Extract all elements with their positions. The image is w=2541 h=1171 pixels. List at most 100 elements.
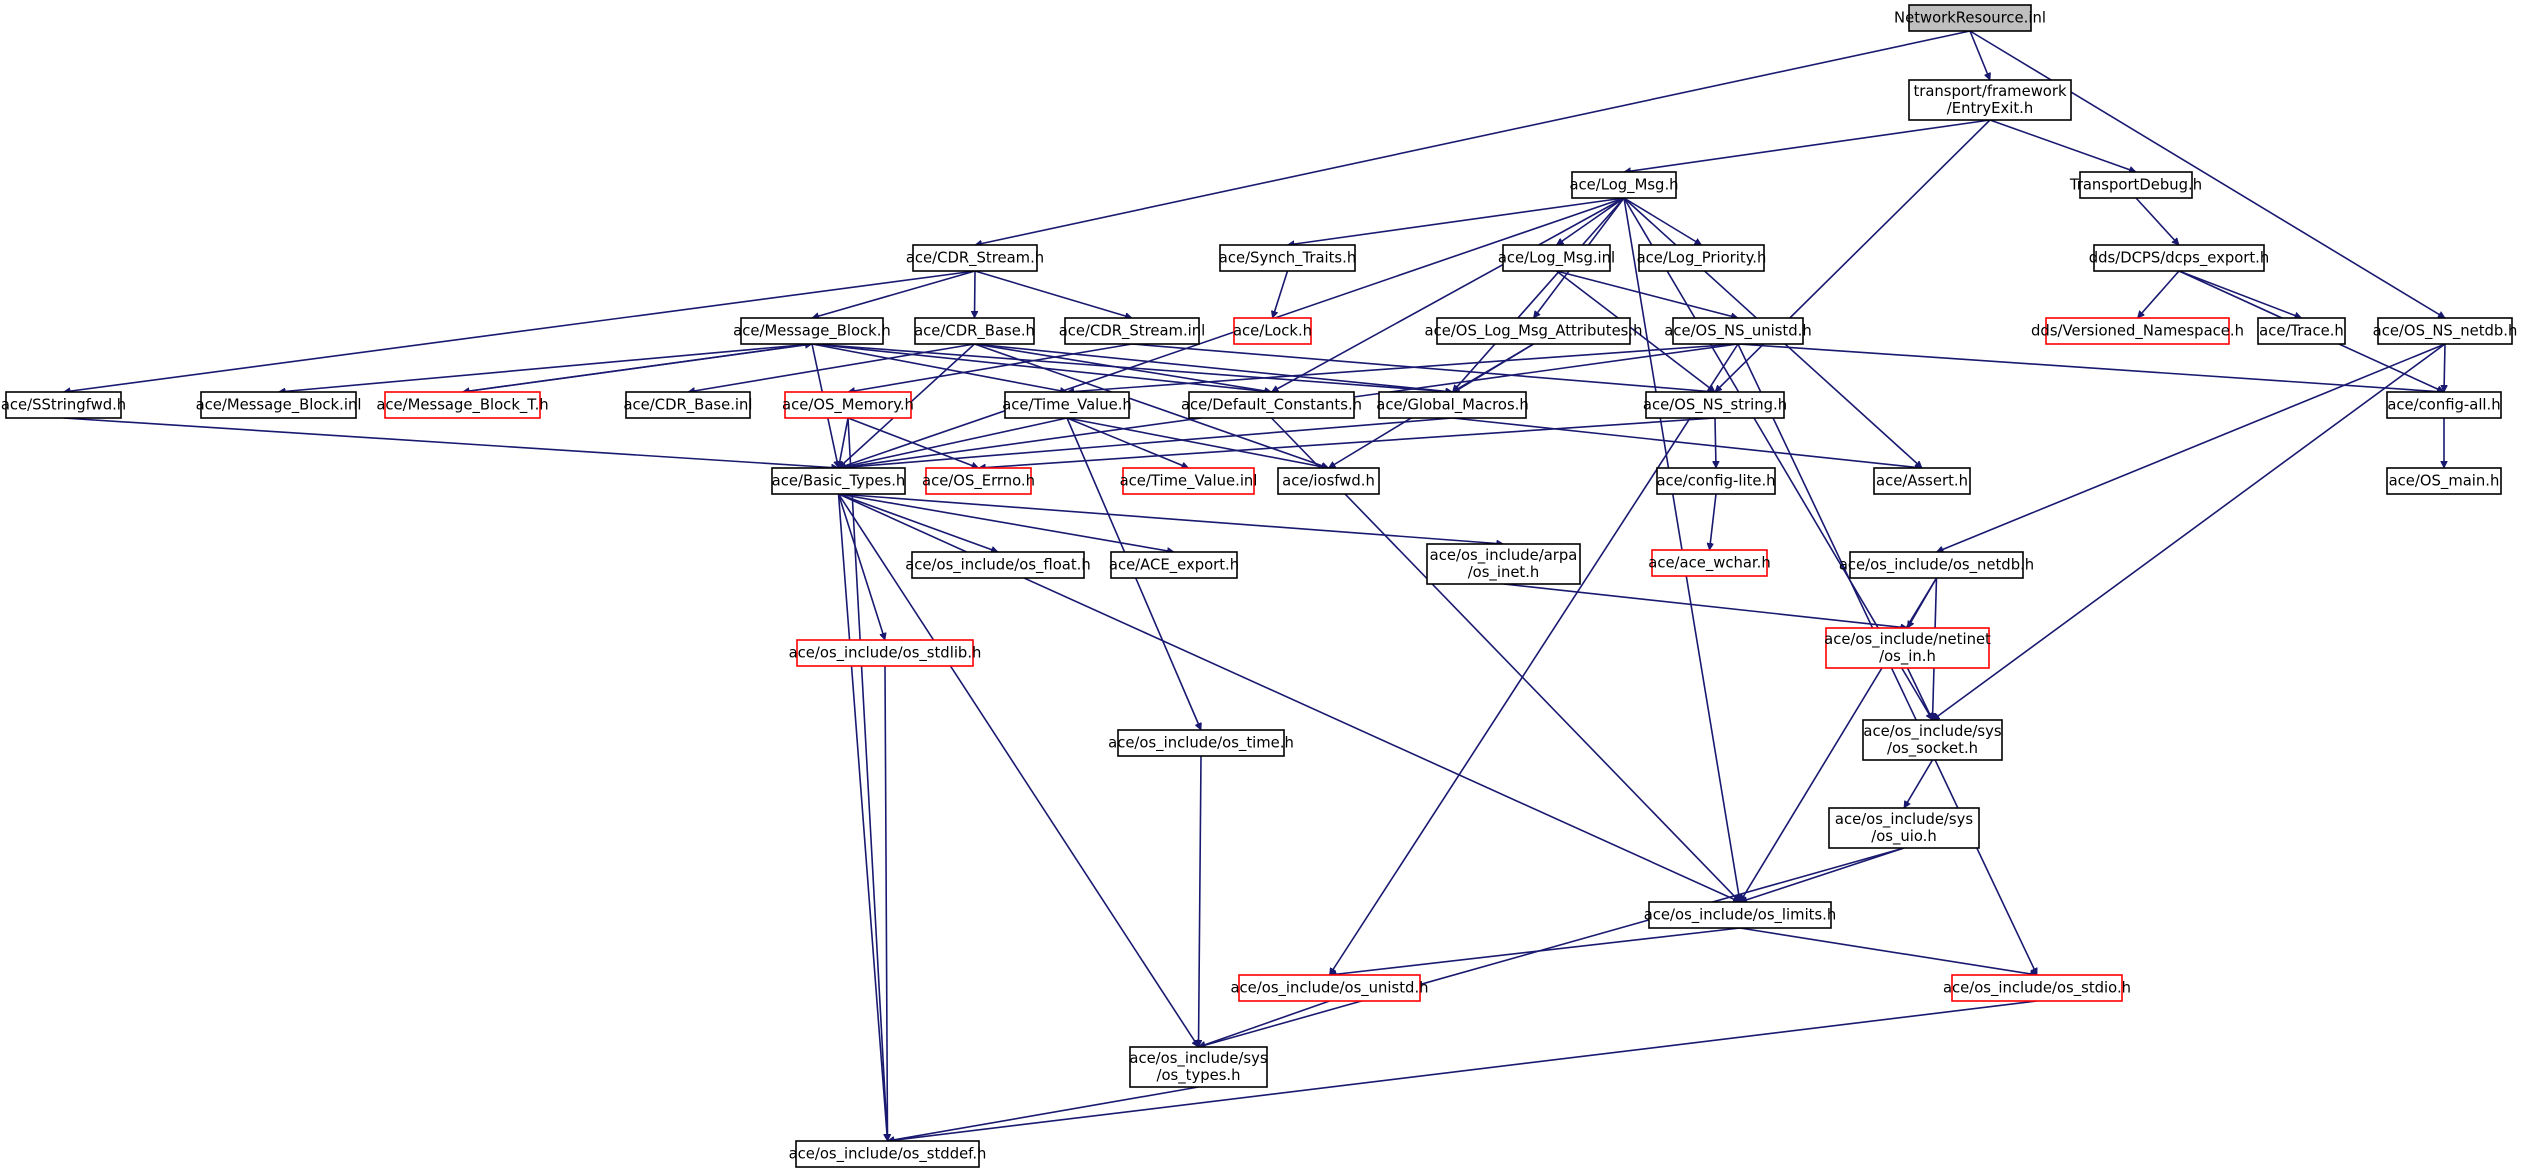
node-root[interactable]: NetworkResource.inl bbox=[1894, 4, 2046, 32]
node-label: ace/CDR_Stream.inl bbox=[1059, 323, 1206, 340]
node-sstringfwd[interactable]: ace/SStringfwd.h bbox=[1, 391, 126, 419]
edge-logmsginl-to-osnsstring bbox=[1556, 270, 1716, 393]
node-osstddef[interactable]: ace/os_include/os_stddef.h bbox=[789, 1140, 987, 1168]
edge-osuio-to-systypes bbox=[1199, 847, 1905, 1047]
node-label: ace/Log_Priority.h bbox=[1637, 250, 1767, 267]
node-iosfwd[interactable]: ace/iosfwd.h bbox=[1277, 467, 1380, 495]
node-osnsnetdb[interactable]: ace/OS_NS_netdb.h bbox=[2373, 317, 2518, 345]
node-aceexport[interactable]: ace/ACE_export.h bbox=[1109, 551, 1239, 579]
edge-osmemory-to-basictypes bbox=[839, 417, 849, 468]
node-oserrno[interactable]: ace/OS_Errno.h bbox=[922, 467, 1035, 495]
node-osmemory[interactable]: ace/OS_Memory.h bbox=[782, 391, 914, 419]
node-label: ace/Synch_Traits.h bbox=[1219, 250, 1356, 267]
node-osnsstring[interactable]: ace/OS_NS_string.h bbox=[1643, 391, 1787, 419]
node-osnsunistd[interactable]: ace/OS_NS_unistd.h bbox=[1664, 317, 1812, 345]
edge-root-to-osnsnetdb bbox=[1969, 30, 2445, 319]
edge-basictypes-to-osinet bbox=[838, 493, 1504, 544]
node-box bbox=[1110, 551, 1238, 579]
node-box bbox=[1004, 391, 1130, 419]
edge-cdrbase-to-iosfwd bbox=[974, 343, 1329, 468]
node-box bbox=[1645, 391, 1785, 419]
node-dcpsexport[interactable]: dds/DCPS/dcps_export.h bbox=[2089, 244, 2270, 272]
node-globalmacros[interactable]: ace/Global_Macros.h bbox=[1376, 391, 1529, 419]
node-oslimits[interactable]: ace/os_include/os_limits.h bbox=[1644, 901, 1837, 929]
node-msgblockt[interactable]: ace/Message_Block_T.h bbox=[376, 391, 549, 419]
node-box bbox=[2386, 391, 2502, 419]
node-osfloat[interactable]: ace/os_include/os_float.h bbox=[905, 551, 1091, 579]
edge-entryexit-to-logmsg bbox=[1624, 119, 1991, 172]
node-label: ace/Trace.h bbox=[2259, 323, 2344, 340]
node-msgblockinl[interactable]: ace/Message_Block.inl bbox=[196, 391, 362, 419]
node-ostime[interactable]: ace/os_include/os_time.h bbox=[1108, 729, 1294, 757]
node-lock[interactable]: ace/Lock.h bbox=[1233, 317, 1312, 345]
node-label: ace/os_include/arpa bbox=[1430, 547, 1578, 564]
edge-entryexit-to-transportdebug bbox=[1989, 119, 2136, 172]
edge-layer bbox=[64, 30, 2446, 1141]
node-osnetdb[interactable]: ace/os_include/os_netdb.h bbox=[1839, 551, 2034, 579]
node-cdrstreaminl[interactable]: ace/CDR_Stream.inl bbox=[1059, 317, 1206, 345]
node-trace[interactable]: ace/Trace.h bbox=[2257, 317, 2346, 345]
node-osmain[interactable]: ace/OS_main.h bbox=[2386, 467, 2502, 495]
node-cdrbaseinl[interactable]: ace/CDR_Base.inl bbox=[623, 391, 753, 419]
node-oslogmsgattr[interactable]: ace/OS_Log_Msg_Attributes.h bbox=[1425, 317, 1643, 345]
edge-synchtraits-to-lock bbox=[1273, 270, 1289, 318]
node-label: /os_uio.h bbox=[1871, 828, 1937, 845]
node-label: ace/OS_NS_string.h bbox=[1643, 397, 1787, 414]
node-box bbox=[1828, 807, 1980, 849]
edge-logmsg-to-globalmacros bbox=[1451, 197, 1625, 392]
node-box bbox=[912, 244, 1038, 272]
node-cdrstream[interactable]: ace/CDR_Stream.h bbox=[906, 244, 1044, 272]
node-box bbox=[1638, 244, 1765, 272]
node-logmsginl[interactable]: ace/Log_Msg.inl bbox=[1498, 244, 1615, 272]
edge-timevalue-to-iosfwd bbox=[1066, 417, 1329, 468]
edge-dcpsexport-to-trace bbox=[2178, 270, 2302, 318]
node-label: ace/os_include/os_stddef.h bbox=[789, 1146, 987, 1163]
node-osinet[interactable]: ace/os_include/arpa/os_inet.h bbox=[1426, 543, 1581, 585]
node-synchtraits[interactable]: ace/Synch_Traits.h bbox=[1219, 244, 1356, 272]
node-configall[interactable]: ace/config-all.h bbox=[2386, 391, 2502, 419]
node-label: /os_types.h bbox=[1157, 1067, 1241, 1084]
node-box bbox=[1672, 317, 1804, 345]
node-box bbox=[771, 467, 906, 495]
edge-basictypes-to-aceexport bbox=[838, 493, 1175, 552]
node-label: ace/os_include/os_unistd.h bbox=[1230, 980, 1428, 997]
node-logmsg[interactable]: ace/Log_Msg.h bbox=[1569, 171, 1679, 199]
node-label: transport/framework bbox=[1913, 83, 2066, 100]
node-label: ace/CDR_Base.inl bbox=[623, 397, 752, 414]
node-logpriority[interactable]: ace/Log_Priority.h bbox=[1637, 244, 1767, 272]
node-cdrbase[interactable]: ace/CDR_Base.h bbox=[914, 317, 1035, 345]
node-msgblock[interactable]: ace/Message_Block.h bbox=[733, 317, 891, 345]
edge-basictypes-to-systypes bbox=[837, 493, 1200, 1047]
node-assert[interactable]: ace/Assert.h bbox=[1873, 467, 1971, 495]
node-configlite[interactable]: ace/config-lite.h bbox=[1656, 467, 1776, 495]
edge-cdrbase-to-cdrbaseinl bbox=[688, 343, 975, 392]
node-transportdebug[interactable]: TransportDebug.h bbox=[2069, 171, 2202, 199]
node-basictypes[interactable]: ace/Basic_Types.h bbox=[771, 467, 906, 495]
node-osunistd[interactable]: ace/os_include/os_unistd.h bbox=[1230, 974, 1429, 1002]
node-label: ace/ace_wchar.h bbox=[1648, 555, 1771, 572]
edge-logmsginl-to-osnsunistd bbox=[1556, 270, 1739, 318]
node-timevalue[interactable]: ace/Time_Value.h bbox=[1002, 391, 1132, 419]
node-box bbox=[200, 391, 357, 419]
node-label: ace/os_include/os_stdio.h bbox=[1943, 980, 2131, 997]
node-box bbox=[911, 551, 1085, 579]
node-box bbox=[1862, 719, 2003, 761]
node-osstdlib[interactable]: ace/os_include/os_stdlib.h bbox=[789, 639, 982, 667]
node-defaultconst[interactable]: ace/Default_Constants.h bbox=[1181, 391, 1362, 419]
node-timevalueinl[interactable]: ace/Time_Value.inl bbox=[1120, 467, 1258, 495]
node-label: ace/config-all.h bbox=[2387, 397, 2500, 414]
node-entryexit[interactable]: transport/framework/EntryExit.h bbox=[1908, 79, 2072, 121]
node-label: /EntryExit.h bbox=[1947, 100, 2033, 117]
node-osin[interactable]: ace/os_include/netinet/os_in.h bbox=[1824, 627, 1991, 669]
node-label: ace/Time_Value.h bbox=[1002, 397, 1132, 414]
node-systypes[interactable]: ace/os_include/sys/os_types.h bbox=[1129, 1046, 1268, 1088]
node-osuio[interactable]: ace/os_include/sys/os_uio.h bbox=[1828, 807, 1980, 849]
node-acewchar[interactable]: ace/ace_wchar.h bbox=[1648, 549, 1771, 577]
node-box bbox=[1908, 79, 2072, 121]
node-label: ace/os_include/os_float.h bbox=[905, 557, 1091, 574]
node-osstdio[interactable]: ace/os_include/os_stdio.h bbox=[1943, 974, 2131, 1002]
node-label: ace/OS_main.h bbox=[2389, 473, 2500, 490]
node-versionedns[interactable]: dds/Versioned_Namespace.h bbox=[2031, 317, 2244, 345]
node-ossocket[interactable]: ace/os_include/sys/os_socket.h bbox=[1862, 719, 2003, 761]
edge-logmsg-to-logmsginl bbox=[1557, 197, 1625, 246]
